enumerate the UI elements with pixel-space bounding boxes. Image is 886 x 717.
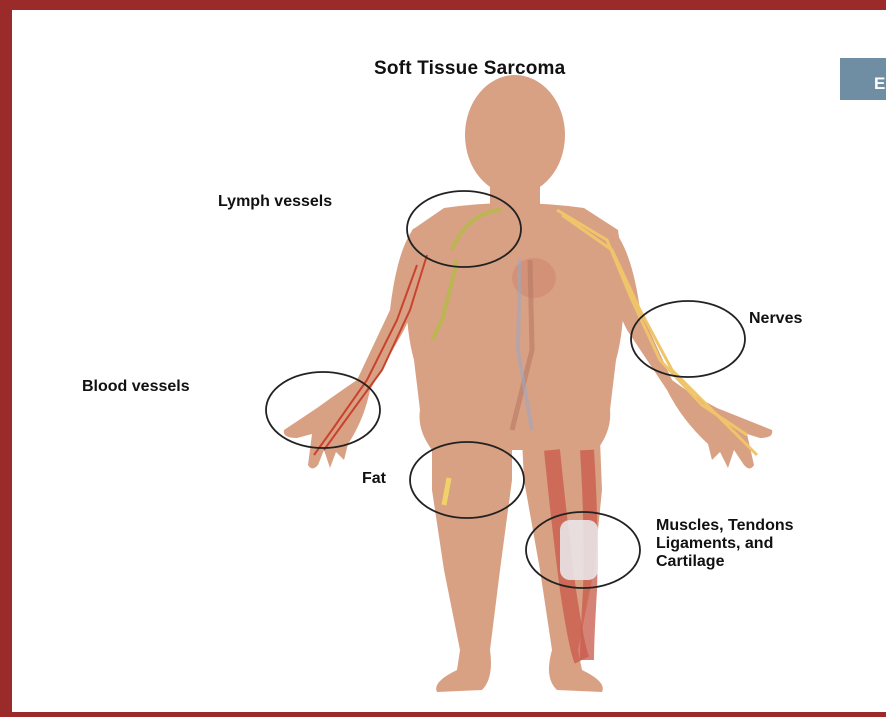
diagram-title: Soft Tissue Sarcoma — [374, 58, 565, 80]
label-fat: Fat — [362, 470, 386, 488]
label-blood-vessels: Blood vessels — [82, 378, 190, 396]
diagram-panel: Soft Tissue Sarcoma E Lymph vessels Nerv… — [12, 10, 886, 712]
left-leg — [432, 440, 512, 692]
body-figure — [12, 10, 886, 712]
label-lymph-vessels: Lymph vessels — [218, 193, 332, 211]
head — [465, 75, 565, 195]
knee-cartilage — [560, 520, 598, 580]
label-muscles-line-3: Cartilage — [656, 553, 794, 571]
corner-tab: E — [840, 58, 886, 100]
label-nerves: Nerves — [749, 310, 802, 328]
label-muscles: Muscles, Tendons Ligaments, and Cartilag… — [656, 517, 794, 571]
label-muscles-line-2: Ligaments, and — [656, 535, 794, 553]
label-muscles-line-1: Muscles, Tendons — [656, 517, 794, 535]
right-arm — [597, 228, 772, 469]
